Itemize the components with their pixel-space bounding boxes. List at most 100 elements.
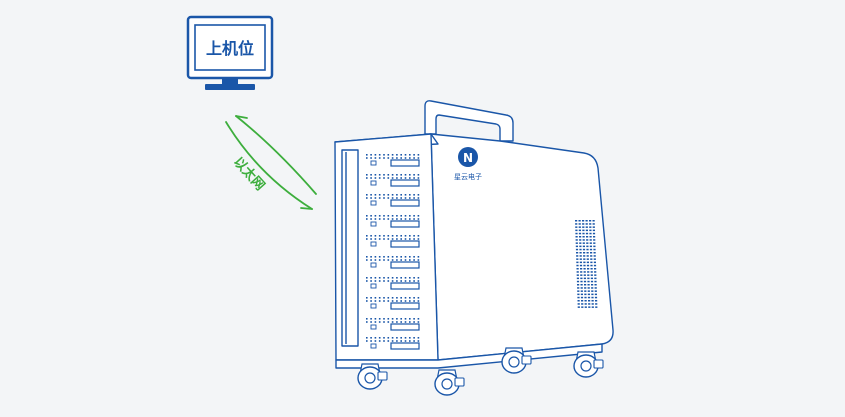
- cabinet-front-panel: [334, 133, 439, 361]
- drive-bay-slot: [390, 261, 420, 269]
- side-vent-dot: [590, 264, 593, 267]
- vent-dot: [374, 300, 377, 302]
- vent-dot: [378, 300, 381, 302]
- vent-dot: [409, 297, 411, 299]
- vent-dot: [417, 218, 420, 220]
- arrow-upper-head: [235, 115, 248, 119]
- vent-dot: [391, 318, 394, 320]
- vent-dot: [370, 256, 372, 258]
- vent-dot: [387, 235, 390, 237]
- vent-dot: [409, 256, 411, 258]
- drive-bay-slot: [390, 179, 420, 187]
- vent-dot: [366, 157, 368, 159]
- vent-dot: [396, 256, 398, 258]
- side-vent-dot: [580, 293, 583, 296]
- vent-dot: [383, 218, 385, 220]
- vent-dot: [374, 256, 377, 258]
- vent-dot: [409, 154, 411, 156]
- vent-dot: [374, 194, 377, 196]
- vent-dot: [400, 174, 402, 176]
- vent-dot: [396, 277, 398, 279]
- side-vent-dot: [585, 229, 588, 232]
- brand-logo-mark: N: [463, 151, 473, 165]
- vent-dot: [404, 215, 407, 217]
- side-vent-dot: [593, 242, 596, 244]
- vent-dot: [413, 177, 415, 179]
- vent-dot: [391, 194, 394, 196]
- vent-dot: [378, 337, 381, 339]
- vent-dot: [391, 321, 394, 323]
- vent-dot: [409, 157, 411, 159]
- vent-dot: [417, 318, 420, 320]
- vent-dot: [378, 235, 381, 237]
- vent-dot: [366, 177, 368, 179]
- vent-dot: [404, 340, 407, 342]
- vent-dot: [383, 235, 385, 237]
- side-vent-dot: [591, 300, 594, 302]
- side-vent-dot: [592, 232, 596, 235]
- vent-dot: [387, 259, 390, 261]
- side-vent-dot: [584, 284, 587, 286]
- vent-dot: [387, 238, 390, 240]
- side-vent-dot: [580, 268, 583, 270]
- vent-dot: [396, 218, 398, 220]
- side-vent-dot: [585, 226, 588, 228]
- vent-dot: [366, 277, 368, 279]
- side-vent-dot: [590, 252, 593, 254]
- drive-bay-slot: [390, 159, 420, 167]
- side-vent-dot: [582, 236, 585, 238]
- vent-dot: [404, 280, 407, 282]
- vent-dot: [374, 174, 377, 176]
- vent-dot: [374, 157, 377, 159]
- vent-dot: [413, 218, 415, 220]
- vent-dot: [383, 297, 385, 299]
- vent-dot: [409, 259, 411, 261]
- side-vent-dot: [577, 287, 580, 289]
- side-vent-dot: [577, 306, 580, 308]
- vent-dot: [366, 318, 368, 320]
- host-label: 上机位: [206, 39, 254, 58]
- side-vent-dot: [585, 223, 588, 225]
- vent-dot: [391, 177, 394, 179]
- side-vent-dot: [595, 306, 598, 308]
- drive-bay-latch: [370, 221, 377, 227]
- vent-dot: [370, 215, 372, 217]
- drive-bay-group: [366, 154, 420, 350]
- drive-bay-latch: [370, 262, 377, 268]
- vent-dot: [378, 340, 381, 342]
- vent-dot: [387, 177, 390, 179]
- vent-dot: [396, 154, 398, 156]
- vent-dot: [383, 215, 385, 217]
- side-vent-dot: [591, 306, 594, 308]
- side-vent-dot: [575, 236, 578, 238]
- vent-dot: [396, 280, 398, 282]
- vent-dot: [396, 157, 398, 159]
- side-vent-dot: [590, 274, 593, 276]
- vent-dot: [417, 300, 420, 302]
- vent-dot: [374, 277, 377, 279]
- arrow-lower-head: [300, 207, 313, 210]
- vent-dot: [387, 300, 390, 302]
- side-vent-dot: [584, 300, 587, 302]
- vent-dot: [374, 318, 377, 320]
- side-vent-grille: [575, 220, 598, 308]
- side-vent-dot: [589, 220, 592, 222]
- vent-dot: [378, 256, 381, 258]
- side-vent-dot: [582, 239, 585, 241]
- side-vent-dot: [594, 284, 597, 286]
- side-vent-dot: [590, 261, 593, 264]
- vent-dot: [404, 297, 407, 299]
- side-vent-dot: [584, 290, 587, 292]
- vent-dot: [391, 277, 394, 279]
- vent-dot: [404, 154, 407, 156]
- side-vent-dot: [593, 236, 596, 238]
- vent-dot: [374, 280, 377, 282]
- side-vent-dot: [587, 271, 590, 273]
- vent-dot: [370, 154, 372, 156]
- vent-dot: [396, 300, 398, 302]
- vent-dot: [404, 259, 407, 261]
- caster-wheel: [434, 369, 465, 396]
- ethernet-label: 以太网: [230, 154, 268, 194]
- vent-dot: [400, 218, 402, 220]
- side-vent-dot: [575, 248, 579, 251]
